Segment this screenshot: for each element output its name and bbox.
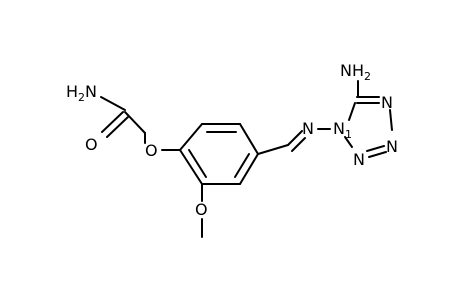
bond-ch-imine-n-a — [287, 130, 303, 146]
bond-ring-6 — [179, 149, 203, 185]
ether-o-label: O — [145, 141, 158, 160]
bond-ring-1 — [179, 123, 203, 151]
bond-ring-inner-b — [234, 153, 250, 178]
methoxy-o-label: O — [195, 200, 208, 219]
tetrazole-n4-label: N — [381, 93, 393, 112]
bond-carbonyl-o-b — [106, 116, 129, 138]
tetrazole-n1-label: N — [333, 119, 345, 138]
bond-nh2-carbonyl — [100, 96, 126, 111]
bond-ring-ch — [257, 144, 289, 155]
bond-ring-inner-c — [188, 149, 207, 178]
bond-tetrazole-c-n1 — [348, 102, 356, 121]
carbonyl-o-label: O — [85, 135, 98, 154]
bond-tetrazole-n4-n3 — [389, 109, 393, 131]
tetrazole-amine-label: NH2 — [340, 61, 371, 83]
bond-tetrazole-n2-n1 — [344, 136, 353, 148]
tetrazole-n2-label: N — [353, 150, 365, 169]
bond-tetrazole-n3-n2-a — [366, 145, 385, 152]
tetrazole-n3-label: N — [386, 137, 398, 156]
bond-ch-imine-n-b — [291, 137, 306, 152]
bond-tetrazole-n3-n2-b — [368, 151, 387, 158]
bond-carbonyl-o-a — [101, 111, 124, 133]
bond-carbonyl-ch2 — [124, 111, 146, 134]
tetrazole-n1-locant: 1 — [345, 128, 352, 141]
bond-ring-3 — [239, 123, 259, 155]
bond-ring-4 — [239, 153, 259, 185]
imine-n-label: N — [302, 119, 314, 138]
amide-nh2-label: H2N — [66, 82, 97, 104]
